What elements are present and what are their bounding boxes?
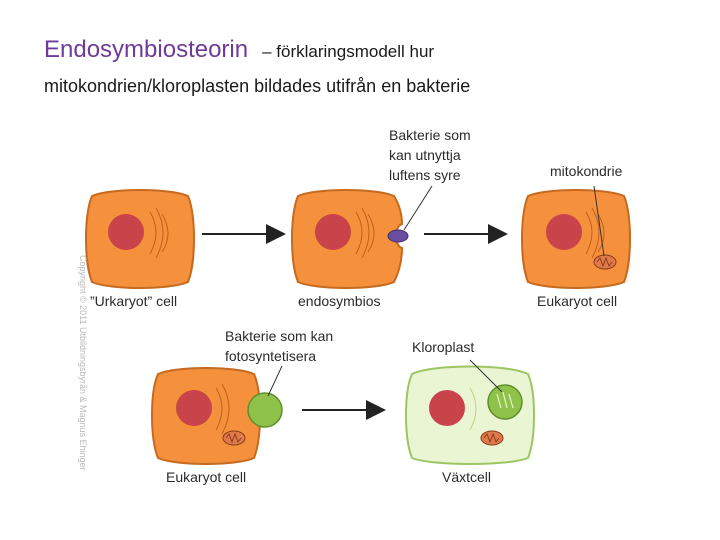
aerobic-bacterium bbox=[387, 229, 409, 243]
label-bacteria-photo-1: Bakterie som kan bbox=[225, 328, 333, 344]
page-title: Endosymbiosteorin – förklaringsmodell hur bbox=[44, 36, 434, 64]
photosynthetic-bacterium bbox=[247, 392, 283, 428]
label-mitokondrie: mitokondrie bbox=[550, 163, 623, 179]
eukaryot-cell-bottom bbox=[151, 367, 283, 465]
pointer-line-chloroplast bbox=[469, 359, 503, 393]
label-bacteria-oxygen-1: Bakterie som bbox=[389, 127, 471, 143]
label-eukaryot-top: Eukaryot cell bbox=[537, 293, 617, 309]
nucleus bbox=[176, 390, 212, 426]
label-eukaryot-bottom: Eukaryot cell bbox=[166, 469, 246, 485]
nucleus bbox=[108, 214, 144, 250]
endosymbios-cell bbox=[291, 189, 409, 289]
pointer-line-photosynthetic bbox=[267, 365, 283, 397]
urkaryot-cell bbox=[85, 189, 195, 289]
nucleus bbox=[315, 214, 351, 250]
title-subtitle: – förklaringsmodell hur bbox=[262, 42, 435, 61]
copyright-watermark: Copyright © 2011 Utbildningsbyrån & Magn… bbox=[78, 255, 88, 471]
pointer-line-mitochondrion bbox=[593, 185, 605, 257]
title-main: Endosymbiosteorin bbox=[44, 36, 249, 63]
label-bacteria-oxygen-2: kan utnyttja bbox=[389, 147, 461, 163]
label-bacteria-oxygen-3: luftens syre bbox=[389, 167, 461, 183]
label-vaxtcell: Växtcell bbox=[442, 469, 491, 485]
label-urkaryot: ”Urkaryot” cell bbox=[90, 293, 177, 309]
nucleus bbox=[429, 390, 465, 426]
label-endosymbios: endosymbios bbox=[298, 293, 381, 309]
label-kloroplast: Kloroplast bbox=[412, 339, 474, 355]
label-bacteria-photo-2: fotosyntetisera bbox=[225, 348, 316, 364]
pointer-line-bacteria-oxygen bbox=[403, 185, 433, 231]
eukaryot-cell-top bbox=[521, 189, 631, 289]
plant-cell bbox=[405, 365, 535, 465]
nucleus bbox=[546, 214, 582, 250]
title-line-2: mitokondrien/kloroplasten bildades utifr… bbox=[44, 76, 471, 96]
